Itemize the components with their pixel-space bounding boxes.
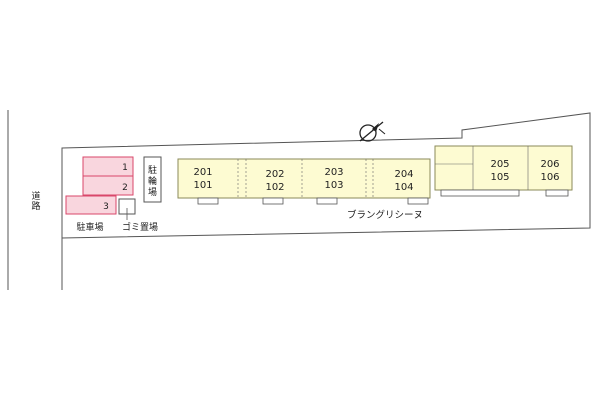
- road-label-top: 道: [31, 190, 40, 202]
- unit-204-label: 204: [394, 169, 413, 180]
- bicycle-parking: [143, 156, 162, 203]
- north-arrow-icon: [359, 121, 386, 142]
- building-east-wing: [434, 145, 573, 197]
- road-label-bottom: 路: [31, 200, 40, 212]
- building-west-wing: [177, 158, 431, 205]
- parking-lot: 1 2 3: [65, 156, 134, 215]
- unit-104-label: 104: [394, 182, 413, 193]
- bicycle-label-char-1: 駐: [148, 164, 157, 176]
- unit-203-label: 203: [324, 167, 343, 178]
- parking-space-2-number: 2: [122, 183, 128, 193]
- unit-206-label: 206: [540, 159, 559, 170]
- unit-105-label: 105: [490, 172, 509, 183]
- parking-space-1-number: 1: [122, 163, 128, 173]
- parking-label: 駐車場: [76, 221, 103, 233]
- garbage-label: ゴミ置場: [122, 221, 158, 233]
- parking-space-2: [82, 175, 134, 196]
- unit-205-label: 205: [490, 159, 509, 170]
- unit-102-label: 102: [265, 182, 284, 193]
- unit-103-label: 103: [324, 180, 343, 191]
- bicycle-label-char-2: 輪: [148, 175, 157, 187]
- unit-201-label: 201: [193, 167, 212, 178]
- parking-space-3-number: 3: [103, 202, 109, 212]
- parking-space-3: [65, 195, 117, 215]
- building-name: ブラングリシーヌ: [347, 209, 423, 221]
- unit-106-label: 106: [540, 172, 559, 183]
- unit-101-label: 101: [193, 180, 212, 191]
- unit-202-label: 202: [265, 169, 284, 180]
- bicycle-label-char-3: 場: [148, 186, 157, 198]
